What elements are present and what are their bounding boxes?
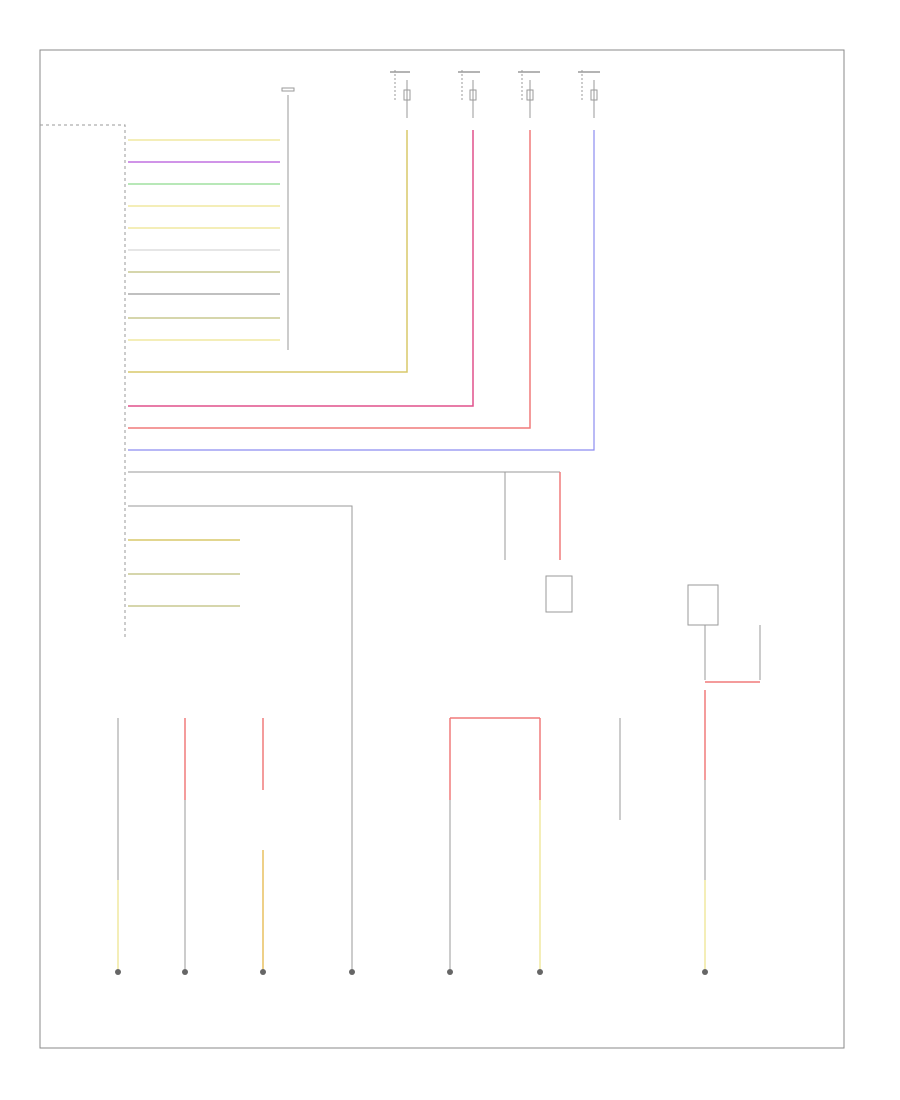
ground-3	[260, 969, 266, 975]
feed-wire-yellow	[128, 130, 408, 373]
feed-wire-red	[128, 130, 531, 429]
fuse-2	[469, 80, 477, 118]
ground-5	[447, 969, 453, 975]
bottom-branches	[117, 690, 706, 970]
fuse-3	[526, 80, 534, 118]
feed-wire-blue	[128, 130, 595, 451]
component-box-1	[545, 575, 573, 613]
top-harness-wires	[128, 139, 280, 341]
ground-6	[537, 969, 543, 975]
ground-7	[702, 969, 708, 975]
ground-2	[182, 969, 188, 975]
diagram-border	[39, 49, 845, 1049]
mid-components	[545, 575, 761, 683]
ground-4	[349, 969, 355, 975]
left-control-module	[40, 124, 126, 640]
fuse-block	[390, 70, 600, 118]
feed-wire-magenta	[128, 130, 474, 407]
upper-connector	[281, 87, 295, 350]
feed-wires	[128, 130, 595, 720]
feed-wire-gray-3	[128, 505, 353, 720]
component-box-2	[687, 584, 719, 626]
lower-module-pins	[128, 539, 240, 607]
grounds	[115, 969, 708, 975]
ground-1	[115, 969, 121, 975]
fuse-4	[590, 80, 598, 118]
fuse-1	[403, 80, 411, 118]
